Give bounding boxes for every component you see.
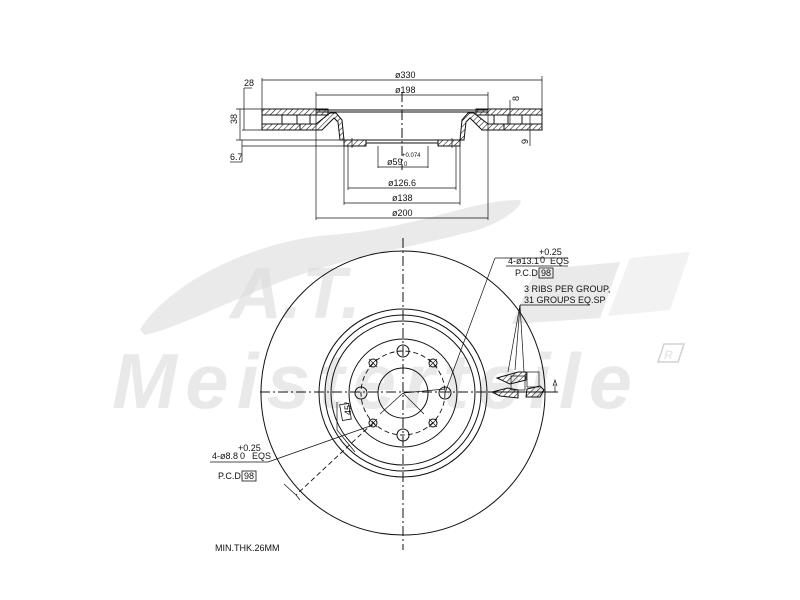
dim-disc-thickness: 28 xyxy=(244,78,254,88)
ribs-callout: 3 RIBS PER GROUP, 31 GROUPS EQ.SP xyxy=(524,284,610,305)
left-inner-cheek xyxy=(261,123,301,131)
right-hat-wall xyxy=(459,112,505,141)
dim-center-bore: ø59 xyxy=(387,157,403,167)
large-holes-tol-upper: +0.25 xyxy=(539,247,562,257)
right-flange xyxy=(437,139,461,147)
outer-diameter-circle xyxy=(260,250,546,536)
min-thickness-note: MIN.THK.26MM xyxy=(215,543,280,553)
large-holes-spec: 4-ø13.1 xyxy=(508,256,539,266)
dim-center-bore-tol-lower: 0 xyxy=(404,162,408,168)
svg-text:R: R xyxy=(664,348,673,362)
left-flange xyxy=(343,139,367,147)
dim-hat-thickness: 6.7 xyxy=(230,152,243,162)
svg-text:45°: 45° xyxy=(343,401,353,415)
hat-circle xyxy=(348,338,458,448)
center-bore-circle xyxy=(377,367,429,419)
right-inner-cheek xyxy=(503,123,543,131)
watermark-swoosh xyxy=(140,200,521,335)
dim-cheek-bottom: 9 xyxy=(520,139,530,144)
small-holes-pcd-value: 98 xyxy=(244,471,254,481)
dim-friction-inner-diameter: ø198 xyxy=(395,85,416,95)
dim-total-height: 38 xyxy=(229,114,239,124)
watermark-brand-name: Meisterteile xyxy=(112,337,632,425)
large-holes-pcd-label: P.C.D. xyxy=(515,268,540,278)
dim-center-bore-tol-upper: +0.074 xyxy=(402,153,421,159)
small-holes-tol-upper: +0.25 xyxy=(238,443,261,453)
dim-hub-pilot-diameter: ø126.6 xyxy=(388,178,416,188)
small-holes-pcd-label: P.C.D. xyxy=(218,471,243,481)
small-holes-spec: 4-ø8.8 xyxy=(212,451,238,461)
large-holes-tol-lower: 0 xyxy=(540,255,545,265)
watermark-brand-initials: A.T. xyxy=(228,254,361,334)
ribs-line-2: 31 GROUPS EQ.SP xyxy=(524,295,606,305)
large-holes-callout: 4-ø13.1 +0.25 0 EQS P.C.D. 98 xyxy=(506,247,569,279)
registered-mark-icon: R xyxy=(656,343,686,363)
dim-cheek-top: 8 xyxy=(511,96,521,101)
dim-hat-diameter: ø138 xyxy=(392,193,413,203)
large-bolt-holes xyxy=(354,344,452,442)
watermark: A.T. Meisterteile R xyxy=(112,200,690,425)
small-holes-callout: 4-ø8.8 +0.25 0 EQS P.C.D. 98 xyxy=(212,443,271,482)
watermark-parallelogram-2 xyxy=(608,252,690,316)
small-holes-tol-lower: 0 xyxy=(240,451,245,461)
small-holes-suffix: EQS xyxy=(252,451,271,461)
dim-hat-outer-diameter: ø200 xyxy=(392,208,413,218)
dim-outer-diameter: ø330 xyxy=(395,70,416,80)
large-holes-suffix: EQS xyxy=(550,256,569,266)
section-view: ø330 ø198 ø59 +0.074 0 ø126.6 ø138 ø200 … xyxy=(229,70,543,220)
large-holes-pcd-value: 98 xyxy=(541,268,551,278)
front-view: 45° xyxy=(210,238,590,550)
friction-inner-circle xyxy=(318,308,488,478)
angle-label: 45° xyxy=(339,401,353,422)
ribs-line-1: 3 RIBS PER GROUP, xyxy=(524,284,610,294)
left-hat-wall xyxy=(299,112,345,141)
rib-section-detail xyxy=(488,371,558,399)
